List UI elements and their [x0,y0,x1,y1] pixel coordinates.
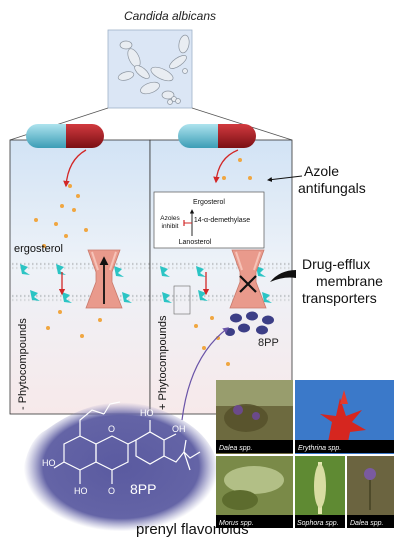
molecule-8pp-label: 8PP [130,481,156,497]
azole-label-line2: antifungals [298,180,366,196]
svg-text:OH: OH [172,424,186,434]
ergosterol-pathway-box: Ergosterol 14-α-demethylase Azoles inhib… [153,191,265,249]
photo-dalea-2: Dalea spp. [347,456,394,528]
capsule-left [26,124,104,148]
svg-text:HO: HO [140,408,154,418]
svg-text:HO: HO [74,486,88,496]
minus-phytocompounds-label: - Phytocompounds [17,318,29,410]
efflux-label-line1: Drug-efflux [302,256,370,272]
azole-pointer-arrow [267,175,303,183]
svg-text:HO: HO [42,458,56,468]
candida-cell-illustration [107,29,193,109]
pathway-lanosterol: Lanosterol [179,239,212,246]
photo-caption-1: Dalea spp. [219,445,253,452]
photo-erythrina: Erythrina spp. [295,380,394,454]
pathway-ergosterol: Ergosterol [193,199,225,206]
photo-morus: Morus spp. [216,456,293,528]
pathway-enzyme: 14-α-demethylase [194,217,250,224]
photo-dalea-1: Dalea spp. [216,380,293,454]
photo-caption-5: Dalea spp. [350,520,384,527]
azole-label-line1: Azole [304,163,339,179]
compound-8pp-label: 8PP [258,337,279,349]
svg-text:O: O [108,486,115,496]
efflux-label-line2: membrane [316,273,383,289]
blocked-cross-icon [239,275,257,293]
prenyl-flavonoid-molecule: HO HO O HO OH O 8PP [23,401,219,532]
cell-panel-right [149,139,293,415]
plus-phytocompounds-label: + Phytocompounds [157,315,169,410]
photo-caption-2: Erythrina spp. [298,445,341,452]
pathway-inhibit-line1: Azoles [160,215,180,222]
drug-entry-arrow-left [63,149,87,188]
lipid-highlight-box [173,285,191,315]
organism-title: Candida albicans [124,9,216,23]
photo-sophora: Sophora spp. [295,456,345,528]
cell-panel-left [9,139,151,415]
plant-photo-grid: Dalea spp. Erythrina spp. Morus spp. Sop… [216,380,394,528]
efflux-transporter-right [229,249,267,309]
ergosterol-label: ergosterol [14,243,63,255]
efflux-label-line3: transporters [302,290,377,306]
drug-particles [34,158,252,366]
pathway-inhibit-line2: inhibit [162,223,179,230]
photo-caption-3: Morus spp. [219,520,254,527]
compound-origin-arrow [181,327,229,421]
ergosterol-molecules [20,264,272,303]
svg-text:O: O [108,424,115,434]
compound-8pp-cluster [225,311,274,336]
drug-entry-arrow-right [213,149,239,184]
efflux-pointer-arrow [270,270,296,282]
photo-caption-4: Sophora spp. [297,520,339,527]
capsule-right [178,124,256,148]
